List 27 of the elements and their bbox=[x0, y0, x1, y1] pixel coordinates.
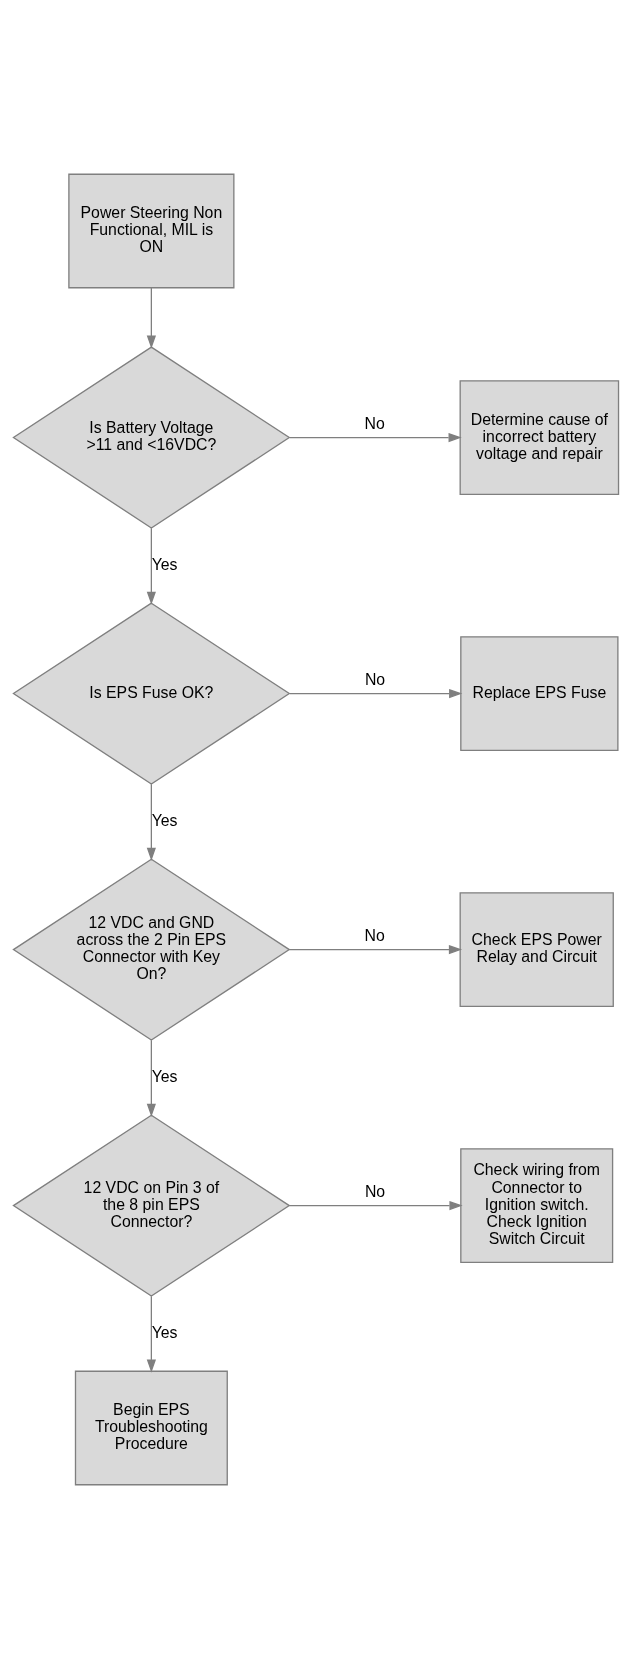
node-diamond: Is EPS Fuse OK? bbox=[12, 601, 291, 785]
edge-label: Yes bbox=[151, 811, 178, 829]
node-box: Determine cause of incorrect battery voltage and repair bbox=[459, 379, 620, 495]
node-box: Check EPS Power Relay and Circuit bbox=[459, 891, 614, 1007]
node-diamond: Is Battery Voltage >11 and <16VDC? bbox=[12, 345, 291, 529]
arrow bbox=[146, 1039, 156, 1117]
edge-label: No bbox=[364, 1182, 386, 1200]
node-box: Power Steering Non Functional, MIL is ON bbox=[68, 173, 235, 288]
edge-label: Yes bbox=[151, 1067, 178, 1085]
node-box: Check wiring from Connector to Ignition switch. Check Ignition Switch Circuit bbox=[460, 1147, 614, 1263]
node-diamond: 12 VDC on Pin 3 of the 8 pin EPS Connector? bbox=[12, 1113, 291, 1297]
arrow bbox=[288, 944, 463, 954]
node-box: Replace EPS Fuse bbox=[460, 635, 619, 751]
node-diamond: 12 VDC and GND across the 2 Pin EPS Connector with Key On? bbox=[12, 857, 291, 1041]
arrow bbox=[289, 688, 463, 698]
arrow bbox=[146, 286, 156, 349]
edge-label: Yes bbox=[151, 555, 178, 573]
edge-label: No bbox=[364, 926, 385, 944]
arrow bbox=[146, 783, 156, 861]
edge-label: No bbox=[364, 670, 386, 688]
arrow bbox=[288, 1200, 463, 1210]
edge-label: No bbox=[364, 414, 385, 432]
arrow bbox=[146, 1295, 156, 1373]
arrow bbox=[289, 432, 462, 442]
node-box: Begin EPS Troubleshooting Procedure bbox=[74, 1370, 228, 1485]
edge-label: Yes bbox=[151, 1323, 178, 1341]
arrow bbox=[146, 527, 156, 605]
